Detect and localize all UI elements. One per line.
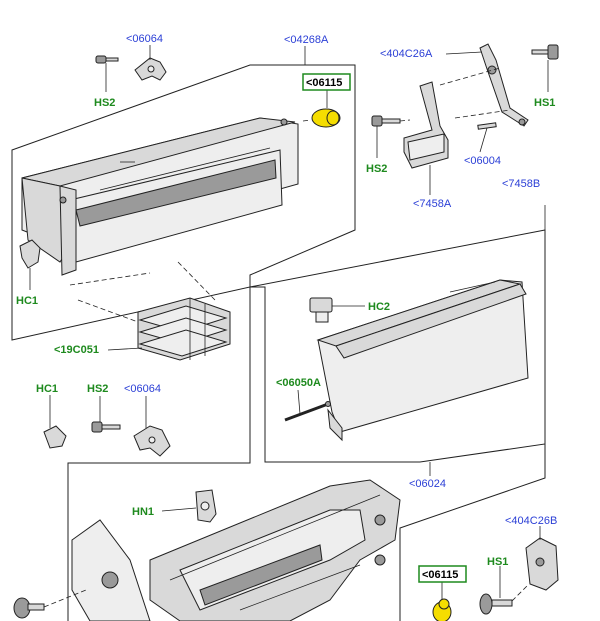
clip-06064-top bbox=[134, 57, 167, 81]
clip-hc1-top bbox=[19, 239, 41, 269]
tag-box-06115-top bbox=[302, 73, 351, 91]
box-dashed-guide-1 bbox=[69, 272, 151, 286]
dash-bracket-1 bbox=[439, 67, 501, 86]
vent-19c051-part bbox=[137, 297, 231, 361]
dash-hs1-low bbox=[511, 584, 529, 602]
label-06050a[interactable]: <06050A bbox=[276, 377, 321, 389]
storage-box-part bbox=[21, 117, 299, 276]
label-06064-low[interactable]: <06064 bbox=[124, 383, 161, 395]
bolt-lower-left bbox=[13, 597, 45, 619]
label-hn1[interactable]: HN1 bbox=[132, 506, 154, 518]
label-hc1-top[interactable]: HC1 bbox=[16, 295, 38, 307]
fastener-06115-top bbox=[311, 108, 341, 128]
right-frame-line bbox=[399, 444, 546, 621]
label-04268a[interactable]: <04268A bbox=[284, 34, 329, 46]
lower-frame-line bbox=[67, 287, 251, 621]
dash-bracket-2 bbox=[454, 109, 511, 119]
label-404c26b[interactable]: <404C26B bbox=[505, 515, 557, 527]
screw-hs2-low bbox=[91, 421, 121, 433]
label-06004[interactable]: <06004 bbox=[464, 155, 501, 167]
dash-06115-top bbox=[302, 119, 312, 122]
clip-hc1-low bbox=[43, 425, 67, 449]
leader-19c051 bbox=[107, 347, 143, 351]
label-06115-low[interactable]: <06115 bbox=[422, 569, 458, 581]
screw-hs2-mid bbox=[371, 115, 401, 127]
lid-hinge-line bbox=[449, 281, 496, 293]
label-hc2[interactable]: HC2 bbox=[368, 301, 390, 313]
hinge-bracket-404c26b bbox=[525, 537, 559, 591]
label-hc1-low[interactable]: HC1 bbox=[36, 383, 58, 395]
clip-06064-low bbox=[133, 425, 171, 457]
screw-hs1-top bbox=[531, 44, 559, 60]
glovebox-lid-part bbox=[316, 279, 529, 442]
label-hs2-mid[interactable]: HS2 bbox=[366, 163, 387, 175]
label-7458b[interactable]: <7458B bbox=[502, 178, 540, 190]
pin-06004 bbox=[477, 122, 497, 130]
rod-06050a bbox=[284, 401, 331, 422]
screw-hs1-low bbox=[479, 593, 513, 615]
bracket-7458a bbox=[403, 81, 449, 169]
clip-hc2 bbox=[309, 297, 333, 323]
label-06115-top[interactable]: <06115 bbox=[306, 77, 342, 89]
leader-06004 bbox=[479, 127, 488, 153]
label-hs2-low[interactable]: HS2 bbox=[87, 383, 108, 395]
fastener-06115-low bbox=[432, 598, 452, 621]
label-19c051[interactable]: <19C051 bbox=[54, 344, 99, 356]
label-7458a[interactable]: <7458A bbox=[413, 198, 452, 210]
tag-box-06115-low bbox=[418, 565, 467, 583]
label-hs1-low[interactable]: HS1 bbox=[487, 556, 508, 568]
crossmember-structure bbox=[71, 479, 401, 621]
hinge-bracket-404c26a bbox=[479, 43, 529, 127]
upper-assembly-frame bbox=[11, 64, 356, 341]
leader-404c26a bbox=[445, 51, 483, 55]
screw-hs2-top bbox=[95, 55, 119, 64]
label-hs2-top[interactable]: HS2 bbox=[94, 97, 115, 109]
dash-hs2-mid bbox=[399, 119, 411, 122]
label-404c26a[interactable]: <404C26A bbox=[380, 48, 433, 60]
nut-hn1 bbox=[195, 489, 217, 523]
leader-06050a bbox=[297, 389, 301, 415]
label-06064-top[interactable]: <06064 bbox=[126, 33, 163, 45]
box-dashed-guide-3 bbox=[177, 261, 216, 301]
leader-hn1 bbox=[161, 507, 197, 512]
label-06024[interactable]: <06024 bbox=[409, 478, 446, 490]
label-hs1-top[interactable]: HS1 bbox=[534, 97, 555, 109]
